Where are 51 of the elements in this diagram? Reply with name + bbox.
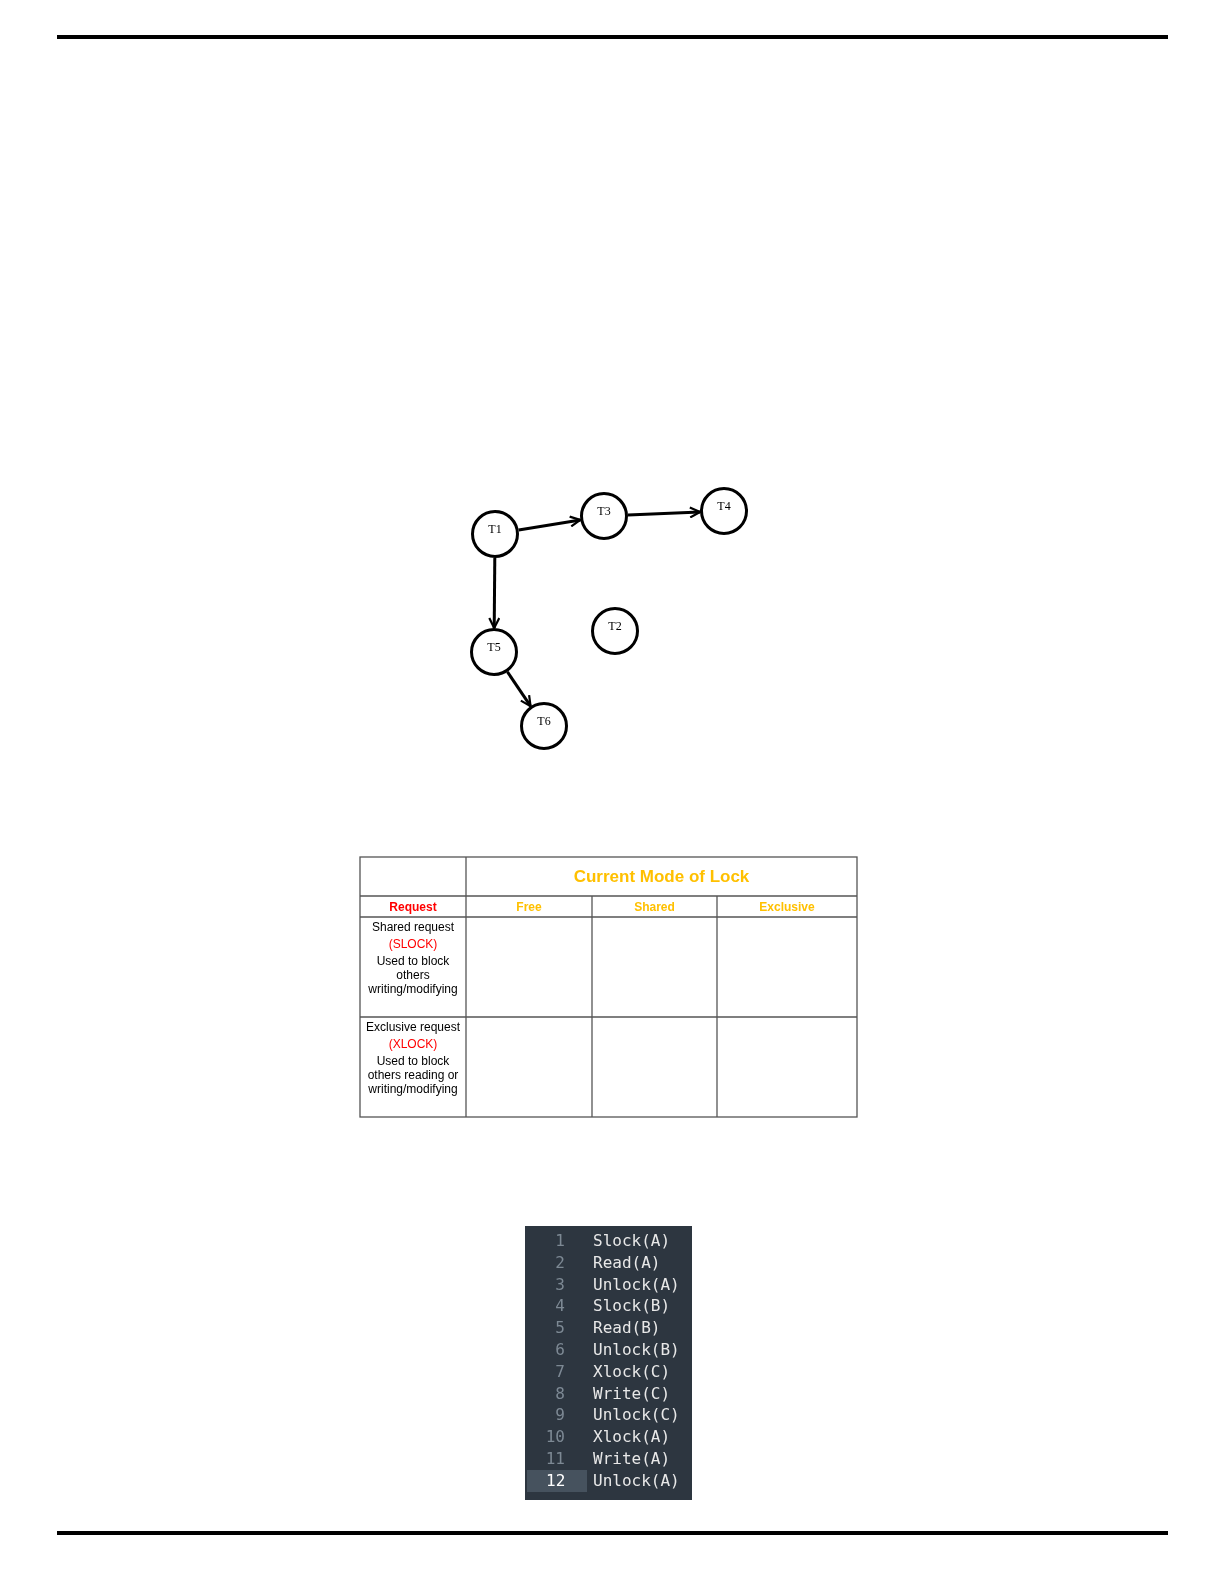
column-header: Shared (633, 898, 676, 916)
lock-mode-text: (XLOCK) (388, 1037, 438, 1051)
line-number: 7 (554, 1360, 565, 1383)
code-line: Slock(A) (593, 1230, 671, 1252)
arrow (506, 671, 532, 708)
node-label: T5 (487, 639, 501, 655)
node-label: T2 (608, 618, 622, 634)
line-number: 4 (554, 1295, 565, 1318)
code-line: Slock(B) (593, 1295, 671, 1318)
line-number: 5 (554, 1317, 565, 1339)
circle-node (471, 510, 519, 558)
code-line: Xlock(C) (593, 1360, 671, 1383)
line-number: 2 (554, 1251, 565, 1274)
lock-mode-text: (SLOCK) (388, 937, 438, 951)
code-line: Write(A) (593, 1448, 671, 1470)
line-number: 9 (554, 1404, 565, 1427)
column-header: Free (515, 898, 543, 916)
row-header-text: Shared request (371, 920, 455, 934)
arrow (518, 515, 582, 532)
line-number: 12 (527, 1469, 587, 1492)
line-number: 8 (554, 1382, 565, 1405)
row-description: Used to block others writing/modifying (367, 954, 459, 996)
arrow (488, 558, 501, 630)
circle-node (700, 487, 748, 535)
code-line: Write(C) (593, 1382, 671, 1405)
circle-node (520, 702, 568, 750)
circle-node (580, 492, 628, 540)
code-line: Xlock(A) (593, 1426, 671, 1448)
code-line: Unlock(C) (593, 1404, 680, 1427)
circle-node (470, 628, 518, 676)
line-number: 11 (544, 1448, 565, 1470)
table-title: Current Mode of Lock (572, 865, 751, 888)
line-number: 1 (554, 1230, 565, 1252)
code-line: Read(B) (593, 1317, 661, 1339)
arrow (627, 506, 702, 519)
column-header: Exclusive (758, 898, 816, 916)
node-label: T3 (597, 503, 611, 519)
line-number: 6 (554, 1339, 565, 1361)
row-description: Used to block others reading or writing/modifying (366, 1054, 460, 1096)
code-line: Unlock(A) (593, 1273, 680, 1296)
row-header-text: Exclusive request (365, 1020, 460, 1034)
line-number: 10 (544, 1426, 565, 1448)
column-header: Request (388, 898, 438, 916)
node-label: T6 (537, 713, 551, 729)
circle-node (591, 607, 639, 655)
node-label: T4 (717, 498, 731, 514)
node-label: T1 (488, 521, 502, 537)
code-line: Unlock(A) (593, 1469, 680, 1492)
code-line: Read(A) (593, 1251, 661, 1274)
code-line: Unlock(B) (593, 1339, 680, 1361)
line-number: 3 (554, 1273, 565, 1296)
